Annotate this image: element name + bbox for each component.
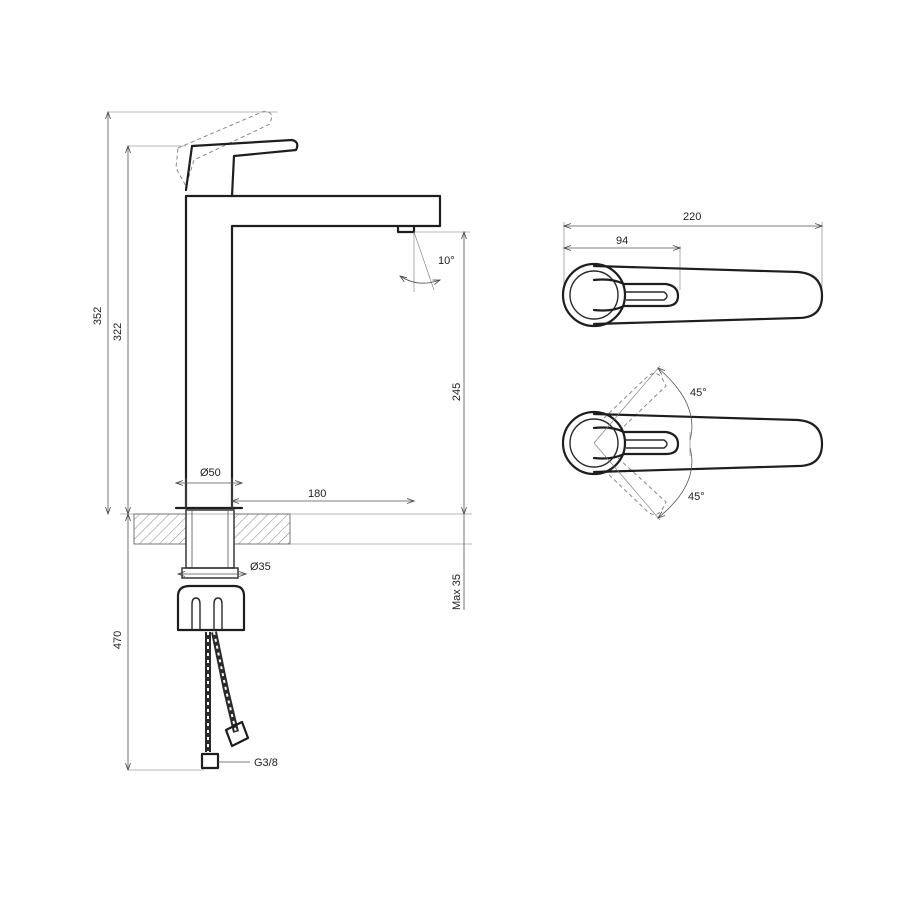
hose-nut-left: [200, 752, 220, 770]
top-view-closed: 220 94: [561, 211, 824, 328]
countertop-left: [133, 513, 187, 545]
hose-nut-right: [224, 720, 250, 748]
mounting-shank: [185, 509, 235, 569]
lever-raised-outline: [175, 111, 273, 188]
dim-470: 470: [112, 631, 124, 649]
dim-94: 94: [616, 235, 628, 247]
dim-45-degrees-top: 45°: [690, 387, 707, 399]
dim-220: 220: [683, 211, 701, 223]
dim-245: 245: [451, 383, 463, 401]
spout-top-outline-2: [592, 412, 824, 474]
dim-diameter-35: Ø35: [250, 561, 271, 573]
body-top-circle: [561, 262, 627, 328]
dim-max-35: Max 35: [451, 574, 463, 610]
dim-180: 180: [308, 488, 326, 500]
aerator: [396, 224, 416, 234]
countertop-right: [233, 513, 291, 545]
body-top-circle-2: [561, 410, 627, 476]
dim-diameter-50: Ø50: [200, 467, 221, 479]
lever-handle: [184, 138, 299, 198]
lever-top-center: [592, 426, 680, 460]
dim-10-degrees: 10°: [438, 255, 455, 267]
fixing-nut: [176, 584, 246, 632]
side-view: 352 322 245 Max 35 470 10° Ø50 180 Ø35 G…: [92, 112, 472, 771]
spout-top-outline: [592, 264, 824, 326]
dim-322: 322: [112, 323, 124, 341]
lever-top-closed: [592, 278, 680, 312]
supply-hose-right: [211, 631, 239, 733]
dim-352: 352: [92, 307, 104, 325]
lever-dashed-left: [603, 372, 667, 433]
top-view-rotation: 45° 45°: [561, 365, 824, 521]
faucet-body: [184, 194, 442, 510]
dim-45-degrees-bottom: 45°: [688, 491, 705, 503]
dim-g3-8: G3/8: [254, 757, 278, 769]
